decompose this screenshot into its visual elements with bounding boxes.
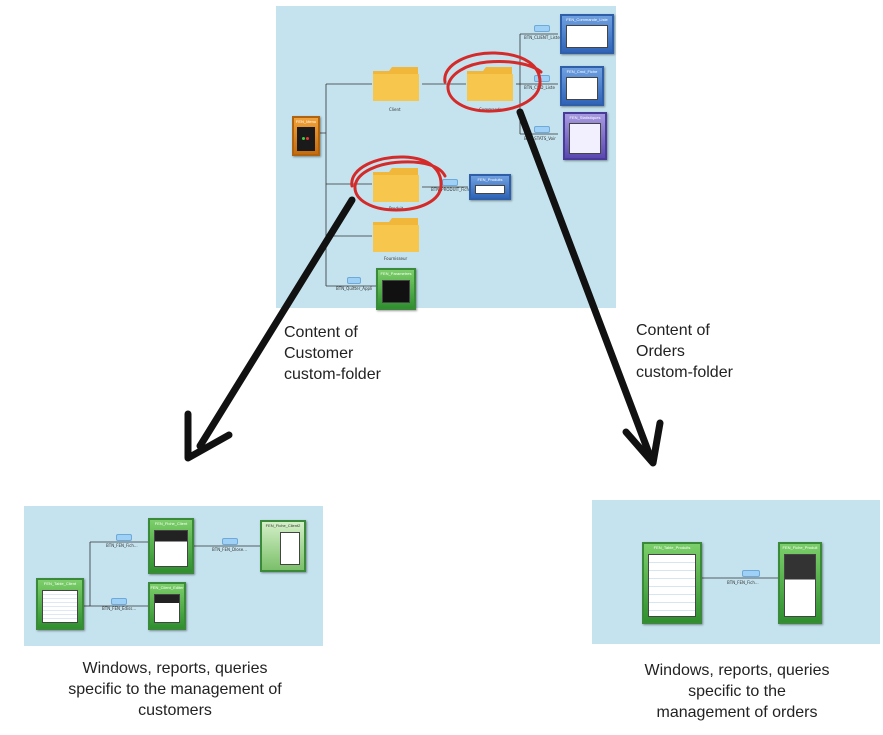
link-pill[interactable]: [534, 25, 550, 32]
folder-fournisseur[interactable]: [372, 216, 420, 254]
folder-produit[interactable]: [372, 166, 420, 204]
window-preview: [784, 554, 816, 617]
folder-commande[interactable]: [466, 65, 514, 103]
link-label: BTN_STATS_Voir: [524, 136, 556, 141]
window-statistiques[interactable]: FEN_Statistiques: [563, 112, 607, 160]
panel-connectors: [82, 541, 260, 607]
caption-line: specific to the management of: [68, 681, 282, 698]
window-preview: [648, 554, 696, 617]
window-produits[interactable]: FEN_Produits: [469, 174, 511, 200]
link-label: BTN_FEN_Dlose...: [212, 547, 247, 552]
window-table-client[interactable]: FEN_Table_Client: [36, 578, 84, 630]
window-title: FEN_Table_Produits: [653, 545, 691, 550]
window-preview: [154, 530, 188, 567]
window-commande-liste[interactable]: FEN_Commande_Liste: [560, 14, 614, 54]
link-label: BTN_PRODUIT_Fiche: [431, 187, 472, 192]
window-preview: [569, 123, 601, 154]
annotation-line: Customer: [284, 345, 354, 362]
window-fiche-client[interactable]: FEN_Fiche_Client: [148, 518, 194, 574]
link-pill[interactable]: [347, 277, 361, 284]
window-title: FEN_Fiche_Produit: [782, 545, 818, 550]
folder-icon: [373, 67, 419, 101]
customer-folder-annotation: Content of Customer custom-folder: [284, 322, 381, 385]
caption-line: management of orders: [656, 704, 818, 721]
panel-connectors: [700, 577, 778, 579]
folder-label-commande: Commande: [479, 107, 503, 112]
annotation-line: custom-folder: [284, 366, 381, 383]
folder-icon: [373, 218, 419, 252]
folder-label-client: Client: [389, 107, 401, 112]
annotation-line: Content of: [284, 324, 358, 341]
link-label: BTN_Quitter_Appli: [336, 286, 373, 291]
folder-icon: [467, 67, 513, 101]
window-table-produits[interactable]: FEN_Table_Produits: [642, 542, 702, 624]
folder-client[interactable]: [372, 65, 420, 103]
customers-caption: Windows, reports, queries specific to th…: [30, 658, 320, 721]
orders-caption: Windows, reports, queries specific to th…: [592, 660, 882, 723]
link-pill[interactable]: [116, 534, 132, 541]
window-title: FEN_Statistiques: [569, 115, 601, 120]
window-preview: [42, 590, 78, 623]
annotation-line: Orders: [636, 343, 685, 360]
orders-folder-annotation: Content of Orders custom-folder: [636, 320, 733, 383]
window-title: FEN_Produits: [477, 177, 503, 182]
caption-line: customers: [138, 702, 212, 719]
link-label: BTN_FEN_Ediss...: [102, 606, 137, 611]
window-title: FEN_Table_Client: [43, 581, 77, 586]
window-preview: [475, 185, 505, 194]
folder-label-produit: Produit: [389, 206, 404, 211]
window-parametres[interactable]: FEN_Parametres: [376, 268, 416, 310]
orders-folder-content: FEN_Table_Produits BTN_FEN_Fich... FEN_F…: [592, 500, 880, 644]
customers-folder-content: FEN_Table_Client BTN_FEN_Fich... BTN_FEN…: [24, 506, 323, 646]
caption-line: Windows, reports, queries: [82, 660, 268, 677]
window-preview: [154, 594, 180, 623]
link-pill[interactable]: [442, 179, 458, 186]
window-preview: [566, 77, 598, 100]
annotation-line: Content of: [636, 322, 710, 339]
window-title: FEN_Parametres: [380, 271, 412, 276]
folder-label-fournisseur: Fournisseur: [384, 256, 408, 261]
caption-line: specific to the: [688, 683, 786, 700]
window-title: FEN_Cmd_Fiche: [566, 69, 598, 74]
window-fiche-client-2[interactable]: FEN_Fiche_Client2: [260, 520, 306, 572]
window-title: FEN_Fiche_Client: [154, 521, 188, 526]
link-label: BTN_CMD_Liste: [524, 85, 555, 90]
window-title: FEN_Client_Editer: [150, 585, 184, 590]
link-label: BTN_FEN_Fich...: [106, 543, 138, 548]
link-label: BTN_CLIENT_Liste: [524, 35, 560, 40]
caption-line: Windows, reports, queries: [644, 662, 830, 679]
link-pill[interactable]: [534, 126, 550, 133]
link-pill[interactable]: [111, 598, 127, 605]
red-dot-icon: [306, 137, 309, 140]
window-fiche-produit[interactable]: FEN_Fiche_Produit: [778, 542, 822, 624]
folder-icon: [373, 168, 419, 202]
link-label: BTN_FEN_Fich...: [727, 580, 759, 585]
project-explorer-diagram: FEN_Menu Client Commande Produit: [276, 6, 616, 310]
window-preview: [566, 25, 608, 48]
window-client-editer[interactable]: FEN_Client_Editer: [148, 582, 186, 630]
window-title: FEN_Commande_Liste: [566, 17, 608, 22]
window-preview: [297, 127, 315, 151]
window-title: FEN_Menu: [295, 119, 317, 124]
window-preview: [280, 532, 300, 565]
link-pill[interactable]: [222, 538, 238, 545]
window-preview: [382, 280, 410, 303]
window-title: FEN_Fiche_Client2: [265, 523, 301, 528]
link-pill[interactable]: [742, 570, 760, 577]
window-cmd-fiche[interactable]: FEN_Cmd_Fiche: [560, 66, 604, 106]
annotation-line: custom-folder: [636, 364, 733, 381]
green-dot-icon: [302, 137, 305, 140]
root-menu-window[interactable]: FEN_Menu: [292, 116, 320, 156]
link-pill[interactable]: [534, 75, 550, 82]
